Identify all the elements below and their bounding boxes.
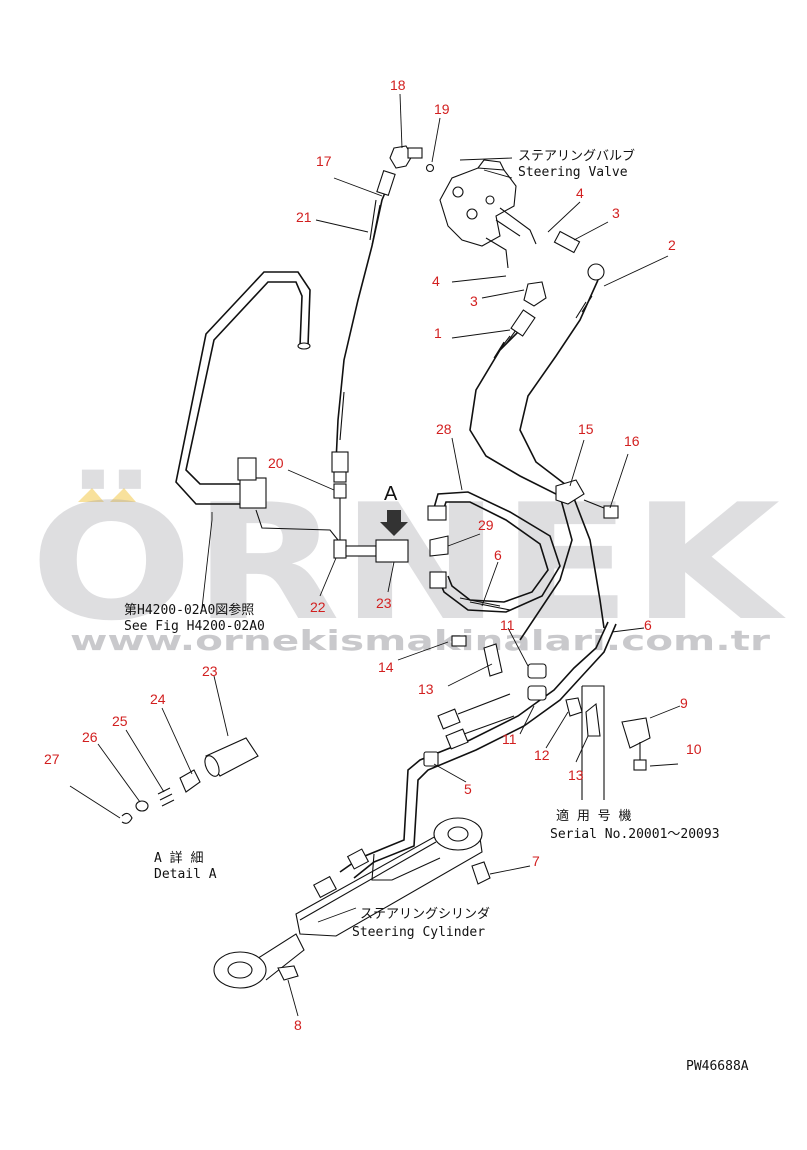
- drawing-code: PW46688A: [686, 1059, 749, 1074]
- leader-lines: [69, 93, 681, 1017]
- callout-23-detail: 23: [202, 663, 218, 679]
- callout-12: 12: [534, 747, 550, 763]
- callout-7: 7: [532, 853, 540, 869]
- callout-14: 14: [378, 659, 394, 675]
- callout-13-left: 13: [418, 681, 434, 697]
- callout-17: 17: [316, 153, 332, 169]
- applicable-label-jp: 適 用 号 機: [556, 808, 631, 824]
- steering-valve-label-en: Steering Valve: [518, 165, 628, 180]
- callout-15: 15: [578, 421, 594, 437]
- steering-cylinder-label-jp: ステアリングシリンダ: [360, 907, 490, 922]
- callout-22: 22: [310, 599, 326, 615]
- detail-a: [121, 737, 259, 824]
- callout-5: 5: [464, 781, 472, 797]
- view-a-arrow: [380, 510, 408, 536]
- callout-20: 20: [268, 455, 284, 471]
- hose-6-lower: [339, 621, 651, 879]
- callout-4-upper: 4: [576, 185, 584, 201]
- callout-3-lower: 3: [470, 293, 478, 309]
- callout-23-assembly: 23: [376, 595, 392, 611]
- steering-valve: [439, 159, 537, 269]
- callout-26: 26: [82, 729, 98, 745]
- steering-valve-label-jp: ステアリングバルブ: [518, 148, 635, 164]
- callout-11-lower: 11: [502, 731, 517, 747]
- callout-2: 2: [668, 237, 676, 253]
- callout-9: 9: [680, 695, 688, 711]
- callout-11-upper: 11: [500, 617, 515, 633]
- view-a-letter: A: [384, 483, 398, 505]
- callout-16: 16: [624, 433, 640, 449]
- callout-6-middle: 6: [494, 547, 502, 563]
- hose-1-2: [469, 230, 605, 641]
- callout-29: 29: [478, 517, 494, 533]
- callout-18: 18: [390, 77, 406, 93]
- tube-28: [427, 491, 561, 613]
- detail-a-label-en: Detail A: [154, 867, 217, 882]
- callout-27: 27: [44, 751, 60, 767]
- callout-28: 28: [436, 421, 452, 437]
- watermark-url: www.ornekismakinalari.com.tr: [70, 624, 770, 657]
- callout-1: 1: [434, 325, 442, 341]
- callout-25: 25: [112, 713, 128, 729]
- callout-13-right: 13: [568, 767, 584, 783]
- valve-assembly-22: [255, 483, 409, 563]
- see-fig-label-en: See Fig H4200-02A0: [124, 619, 265, 634]
- callout-labels: 18 19 17 21 4 3 2 4 3 1 20 A 28 15 16 29…: [44, 77, 702, 1033]
- callout-4-lower: 4: [432, 273, 440, 289]
- text-annotations: ステアリングバルブ Steering Valve 第H4200-02A0図参照 …: [124, 148, 749, 1074]
- callout-21: 21: [296, 209, 312, 225]
- hose-21: [331, 145, 435, 483]
- serial-range-label: Serial No.20001～20093: [550, 827, 720, 842]
- return-tube: [175, 271, 311, 609]
- steering-cylinder: [213, 817, 491, 989]
- callout-10: 10: [686, 741, 702, 757]
- callout-3-upper: 3: [612, 205, 620, 221]
- see-fig-label-jp: 第H4200-02A0図参照: [124, 602, 254, 618]
- steering-cylinder-label-en: Steering Cylinder: [352, 925, 485, 940]
- watermark-accent-left: [78, 488, 104, 502]
- callout-6-right: 6: [644, 617, 652, 633]
- detail-a-label-jp: A 詳 細: [154, 850, 203, 866]
- callout-8: 8: [294, 1017, 302, 1033]
- callout-24: 24: [150, 691, 166, 707]
- callout-19: 19: [434, 101, 450, 117]
- watermark-accent-right: [110, 488, 136, 502]
